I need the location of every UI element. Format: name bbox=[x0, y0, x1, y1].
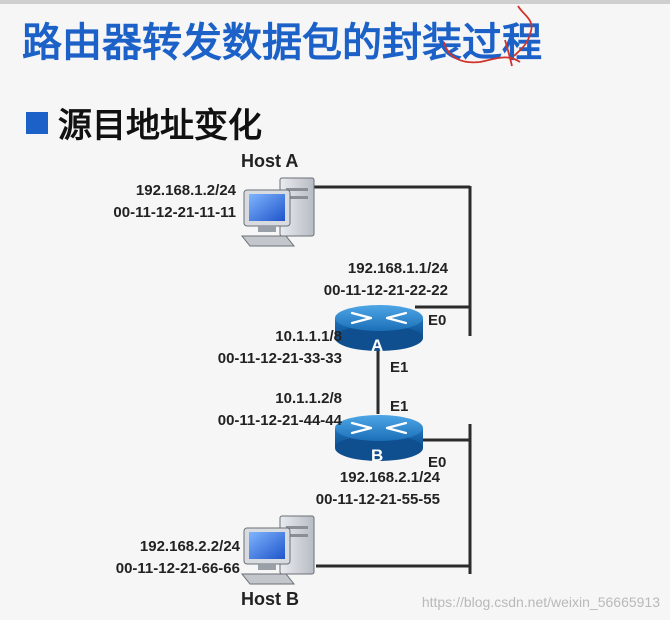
host-b-address-block: 192.168.2.2/24 00-11-12-21-66-66 bbox=[84, 536, 240, 580]
lan-b-links bbox=[316, 424, 472, 574]
router-a-icon bbox=[335, 305, 423, 351]
top-border bbox=[0, 0, 670, 4]
router-a-e0-interface: E0 bbox=[428, 312, 447, 329]
bullet-square-icon bbox=[26, 111, 48, 134]
router-a-e0-address-block: 192.168.1.1/24 00-11-12-21-22-22 bbox=[290, 258, 448, 302]
router-b-e0-address-block: 192.168.2.1/24 00-11-12-21-55-55 bbox=[276, 467, 440, 511]
router-b-e0-ip: 192.168.2.1/24 bbox=[339, 469, 440, 486]
host-a-name: Host A bbox=[241, 151, 299, 171]
router-b-e0-interface: E0 bbox=[428, 454, 447, 471]
red-handwritten-mark bbox=[443, 5, 533, 67]
host-a-ip: 192.168.1.2/24 bbox=[135, 182, 236, 199]
router-a-e1-mac: 00-11-12-21-33-33 bbox=[217, 350, 342, 367]
watermark-text: https://blog.csdn.net/weixin_56665913 bbox=[421, 594, 660, 610]
host-b-computer-icon bbox=[240, 515, 315, 585]
host-b-name: Host B bbox=[241, 589, 299, 609]
host-b-mac: 00-11-12-21-66-66 bbox=[115, 560, 240, 577]
router-b-e1-interface: E1 bbox=[390, 398, 409, 415]
host-a-mac: 00-11-12-21-11-11 bbox=[113, 204, 236, 221]
router-a-e0-mac: 00-11-12-21-22-22 bbox=[323, 282, 448, 299]
host-a-address-block: 192.168.1.2/24 00-11-12-21-11-11 bbox=[86, 180, 236, 224]
router-a-e1-interface: E1 bbox=[390, 359, 409, 376]
section-heading: 源目地址变化 bbox=[26, 98, 262, 147]
host-a-computer-icon bbox=[240, 177, 315, 247]
section-heading-text: 源目地址变化 bbox=[58, 106, 262, 146]
router-a-e1-ip: 10.1.1.1/8 bbox=[275, 328, 342, 345]
router-b-e1-mac: 00-11-12-21-44-44 bbox=[217, 412, 342, 429]
router-b-e1-address-block: 10.1.1.2/8 00-11-12-21-44-44 bbox=[190, 388, 342, 432]
router-b-e1-ip: 10.1.1.2/8 bbox=[275, 390, 342, 407]
router-a-e0-ip: 192.168.1.1/24 bbox=[347, 260, 448, 277]
lan-a-links bbox=[314, 185, 472, 336]
router-a-e1-address-block: 10.1.1.1/8 00-11-12-21-33-33 bbox=[190, 326, 342, 370]
router-b-e0-mac: 00-11-12-21-55-55 bbox=[315, 491, 440, 508]
host-b-ip: 192.168.2.2/24 bbox=[139, 538, 240, 555]
router-a-label: A bbox=[371, 336, 384, 355]
router-b-label: B bbox=[371, 446, 384, 465]
router-b-icon bbox=[335, 415, 423, 461]
